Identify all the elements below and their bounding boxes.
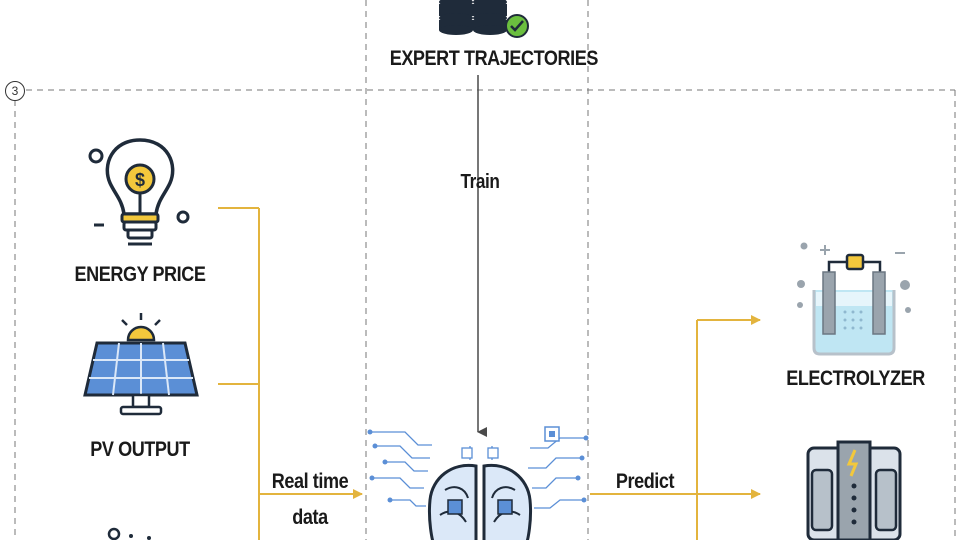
input-connectors — [218, 207, 363, 540]
electrolyzer-icon — [797, 242, 911, 356]
circuit-brain-icon — [367, 426, 589, 540]
expert-trajectories-label: EXPERT TRAJECTORIES — [389, 47, 599, 70]
output-connectors — [590, 315, 761, 540]
train-label: Train — [460, 171, 500, 193]
lightbulb-dollar-icon: $ — [88, 138, 190, 246]
real-time-label-line2: data — [292, 506, 328, 529]
section-frames — [14, 0, 956, 540]
predict-label: Predict — [615, 470, 675, 493]
electrolyzer-label: ELECTROLYZER — [786, 367, 925, 390]
wind-turbine-icon — [107, 527, 151, 540]
step-number-badge: 3 — [5, 81, 25, 101]
real-time-label-line1: Real time — [271, 470, 349, 493]
solar-panel-icon — [83, 313, 199, 416]
fuel-cell-icon — [806, 440, 902, 540]
energy-price-label: ENERGY PRICE — [74, 263, 206, 286]
pv-output-label: PV OUTPUT — [90, 438, 190, 461]
database-check-icon — [439, 0, 529, 38]
svg-text:$: $ — [135, 170, 145, 190]
